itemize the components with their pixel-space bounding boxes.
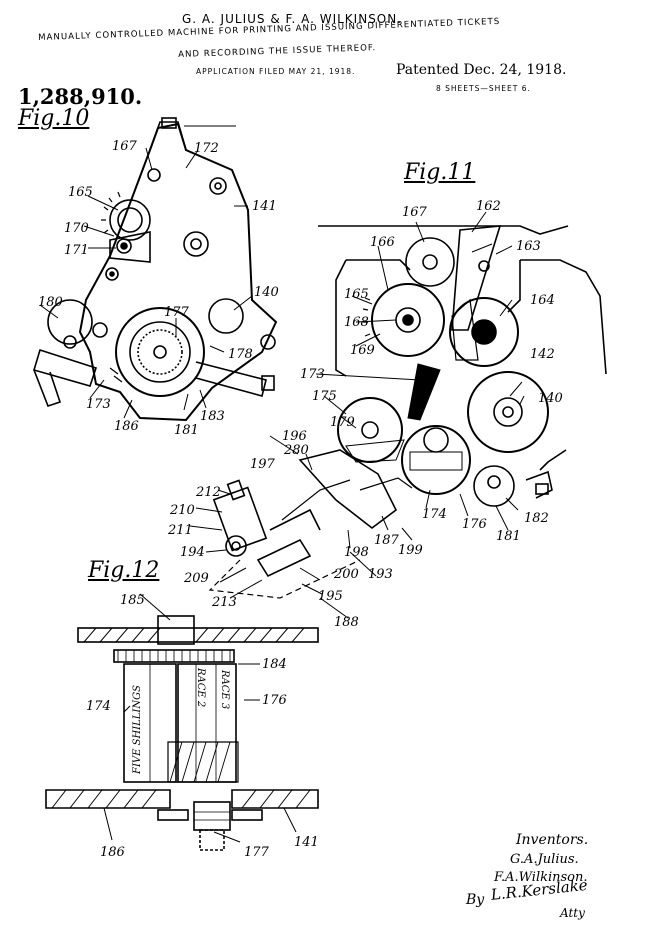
callout: 173 [86, 397, 111, 412]
callout: 195 [318, 589, 343, 604]
fig11-callouts: 167 162 163 166 165 164 168 169 142 173 … [167, 199, 563, 630]
callout: 182 [524, 511, 549, 526]
application-date: APPLICATION FILED MAY 21, 1918. [196, 67, 356, 76]
callout: 176 [262, 693, 287, 708]
inventor-name-1: G.A.Julius. [510, 852, 579, 867]
callout: 183 [200, 409, 225, 424]
callout: 175 [312, 389, 337, 404]
callout: 173 [300, 367, 325, 382]
sheet-count: 8 SHEETS—SHEET 6. [436, 84, 531, 93]
callout: 210 [169, 503, 195, 518]
callout: 185 [120, 593, 145, 608]
callout: 211 [167, 523, 193, 538]
callout: 200 [333, 567, 359, 582]
callout: 212 [195, 485, 221, 500]
callout: 181 [174, 423, 199, 438]
callout: 199 [398, 543, 423, 558]
fig12-label: Fig.12 [88, 558, 160, 583]
callout: 171 [64, 243, 89, 258]
fig12-callouts: 185 184 174 176 186 177 141 [86, 593, 319, 860]
callout: 209 [183, 571, 209, 586]
callout: 142 [530, 347, 555, 362]
callout: 165 [344, 287, 369, 302]
callout: 186 [100, 845, 125, 860]
by-label: By [466, 892, 485, 908]
callout: 187 [374, 533, 400, 548]
callout: 174 [86, 699, 111, 714]
drum-lettering: FIVE SHILLINGS RACE 2 RACE 3 [132, 667, 230, 775]
callout: 179 [330, 415, 355, 430]
callout: 213 [211, 595, 237, 610]
callout: 198 [344, 545, 369, 560]
callout: 174 [422, 507, 447, 522]
fig10-label: Fig.10 [18, 106, 90, 131]
callout: 141 [294, 835, 319, 850]
callout: 164 [530, 293, 555, 308]
callout: 188 [334, 615, 359, 630]
callout: 166 [370, 235, 395, 250]
callout: 193 [368, 567, 393, 582]
callout: 167 [402, 205, 428, 220]
callout: 184 [262, 657, 287, 672]
callout: 196 [282, 429, 307, 444]
callout: 180 [38, 295, 63, 310]
callout: 168 [344, 315, 369, 330]
drum-text: RACE 2 [195, 667, 206, 707]
callout: 163 [516, 239, 541, 254]
callout: 177 [244, 845, 270, 860]
callout: 280 [283, 443, 309, 458]
callout: 176 [462, 517, 487, 532]
callout: 177 [164, 305, 190, 320]
callout: 197 [250, 457, 276, 472]
callout: 162 [476, 199, 501, 214]
callout: 140 [254, 285, 279, 300]
inventor-name-2: F.A.Wilkinson. [494, 870, 588, 885]
fig11-drawing [208, 225, 607, 599]
callout: 178 [228, 347, 253, 362]
attorney-title: Atty [560, 906, 585, 920]
drum-text: FIVE SHILLINGS [132, 685, 143, 775]
callout: 172 [194, 141, 219, 156]
callout: 186 [114, 419, 139, 434]
callout: 140 [538, 391, 563, 406]
callout: 169 [350, 343, 375, 358]
drum-text: RACE 3 [219, 669, 230, 709]
callout: 194 [180, 545, 205, 560]
callout: 165 [68, 185, 93, 200]
inventors-title: Inventors. [516, 832, 589, 848]
callout: 170 [64, 221, 89, 236]
callout: 141 [252, 199, 277, 214]
fig12-drawing [45, 615, 319, 851]
fig10-drawing [33, 117, 278, 422]
patent-number: 1,288,910. [18, 84, 143, 109]
fig11-label: Fig.11 [404, 160, 476, 185]
callout: 167 [112, 139, 138, 154]
callout: 181 [496, 529, 521, 544]
inventors-line: G. A. JULIUS & F. A. WILKINSON. [182, 12, 403, 26]
fig10-callouts: 167 172 165 170 171 141 180 177 140 178 … [38, 139, 279, 438]
patented-date: Patented Dec. 24, 1918. [396, 62, 567, 78]
